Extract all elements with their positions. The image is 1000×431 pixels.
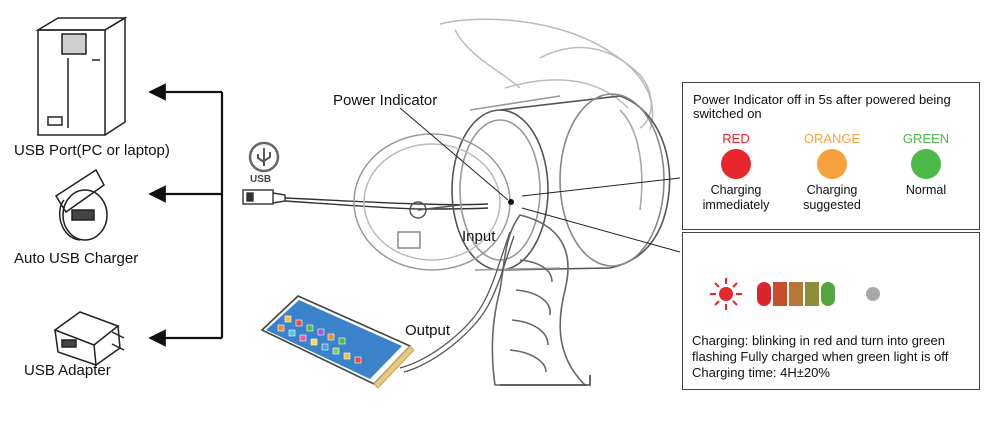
power-indicator-label: Power Indicator <box>333 92 438 109</box>
state-orange-desc2: suggested <box>803 198 861 212</box>
bar-segment <box>757 282 771 306</box>
state-red-dot <box>721 149 751 179</box>
bar-segment <box>805 282 819 306</box>
pc-source-label: USB Port(PC or laptop) <box>14 142 170 159</box>
bar-segment <box>821 282 835 306</box>
off-indicator-dot <box>866 287 880 301</box>
car-charger-icon <box>54 168 108 241</box>
charging-info-panel: Charging: blinking in red and turn into … <box>682 232 980 390</box>
state-red-desc1: Charging <box>710 183 762 197</box>
usb-adapter-icon <box>53 311 125 367</box>
state-red-desc2: immediately <box>702 198 770 212</box>
torch-handle-illustration <box>491 214 591 386</box>
state-red-name: RED <box>722 131 750 146</box>
leader-lines <box>399 107 681 253</box>
charging-desc-line1: Charging: blinking in red and turn into … <box>692 333 945 348</box>
color-transition-bar <box>757 282 835 306</box>
charging-sequence-graphic <box>710 278 835 310</box>
bar-segment <box>773 282 787 306</box>
output-label: Output <box>405 322 451 339</box>
state-orange-dot <box>817 149 847 179</box>
state-red: RED Charging immediately <box>691 131 781 213</box>
power-indicator-dot <box>508 199 514 205</box>
blinking-red-icon <box>710 278 742 310</box>
indicator-states-panel: Power Indicator off in 5s after powered … <box>682 82 980 230</box>
car-source-label: Auto USB Charger <box>14 250 139 267</box>
state-orange-desc1: Charging <box>806 183 858 197</box>
charging-time-line: Charging time: 4H±20% <box>692 365 830 380</box>
usb-symbol-icon <box>248 141 280 173</box>
hand-illustration <box>439 18 654 131</box>
usb-cable <box>242 189 489 210</box>
adapter-source-label: USB Adapter <box>24 362 111 379</box>
pc-tower-icon <box>35 16 128 136</box>
charging-desc-line2: flashing Fully charged when green light … <box>692 349 949 364</box>
state-orange: ORANGE Charging suggested <box>787 131 877 213</box>
output-cable <box>399 231 515 373</box>
bar-segment <box>789 282 803 306</box>
blinking-red-core <box>719 287 733 301</box>
state-green-dot <box>911 149 941 179</box>
indicator-note: Power Indicator off in 5s after powered … <box>693 92 951 121</box>
state-green-name: GREEN <box>902 131 950 146</box>
source-arrows <box>148 83 224 347</box>
input-label: Input <box>462 228 496 245</box>
usb-badge-label: USB <box>250 174 272 185</box>
state-green: GREEN Normal <box>881 131 971 198</box>
smartphone-illustration <box>260 295 415 389</box>
torch-lens-illustration <box>353 133 511 271</box>
state-green-desc1: Normal <box>905 183 947 197</box>
state-orange-name: ORANGE <box>803 131 861 146</box>
